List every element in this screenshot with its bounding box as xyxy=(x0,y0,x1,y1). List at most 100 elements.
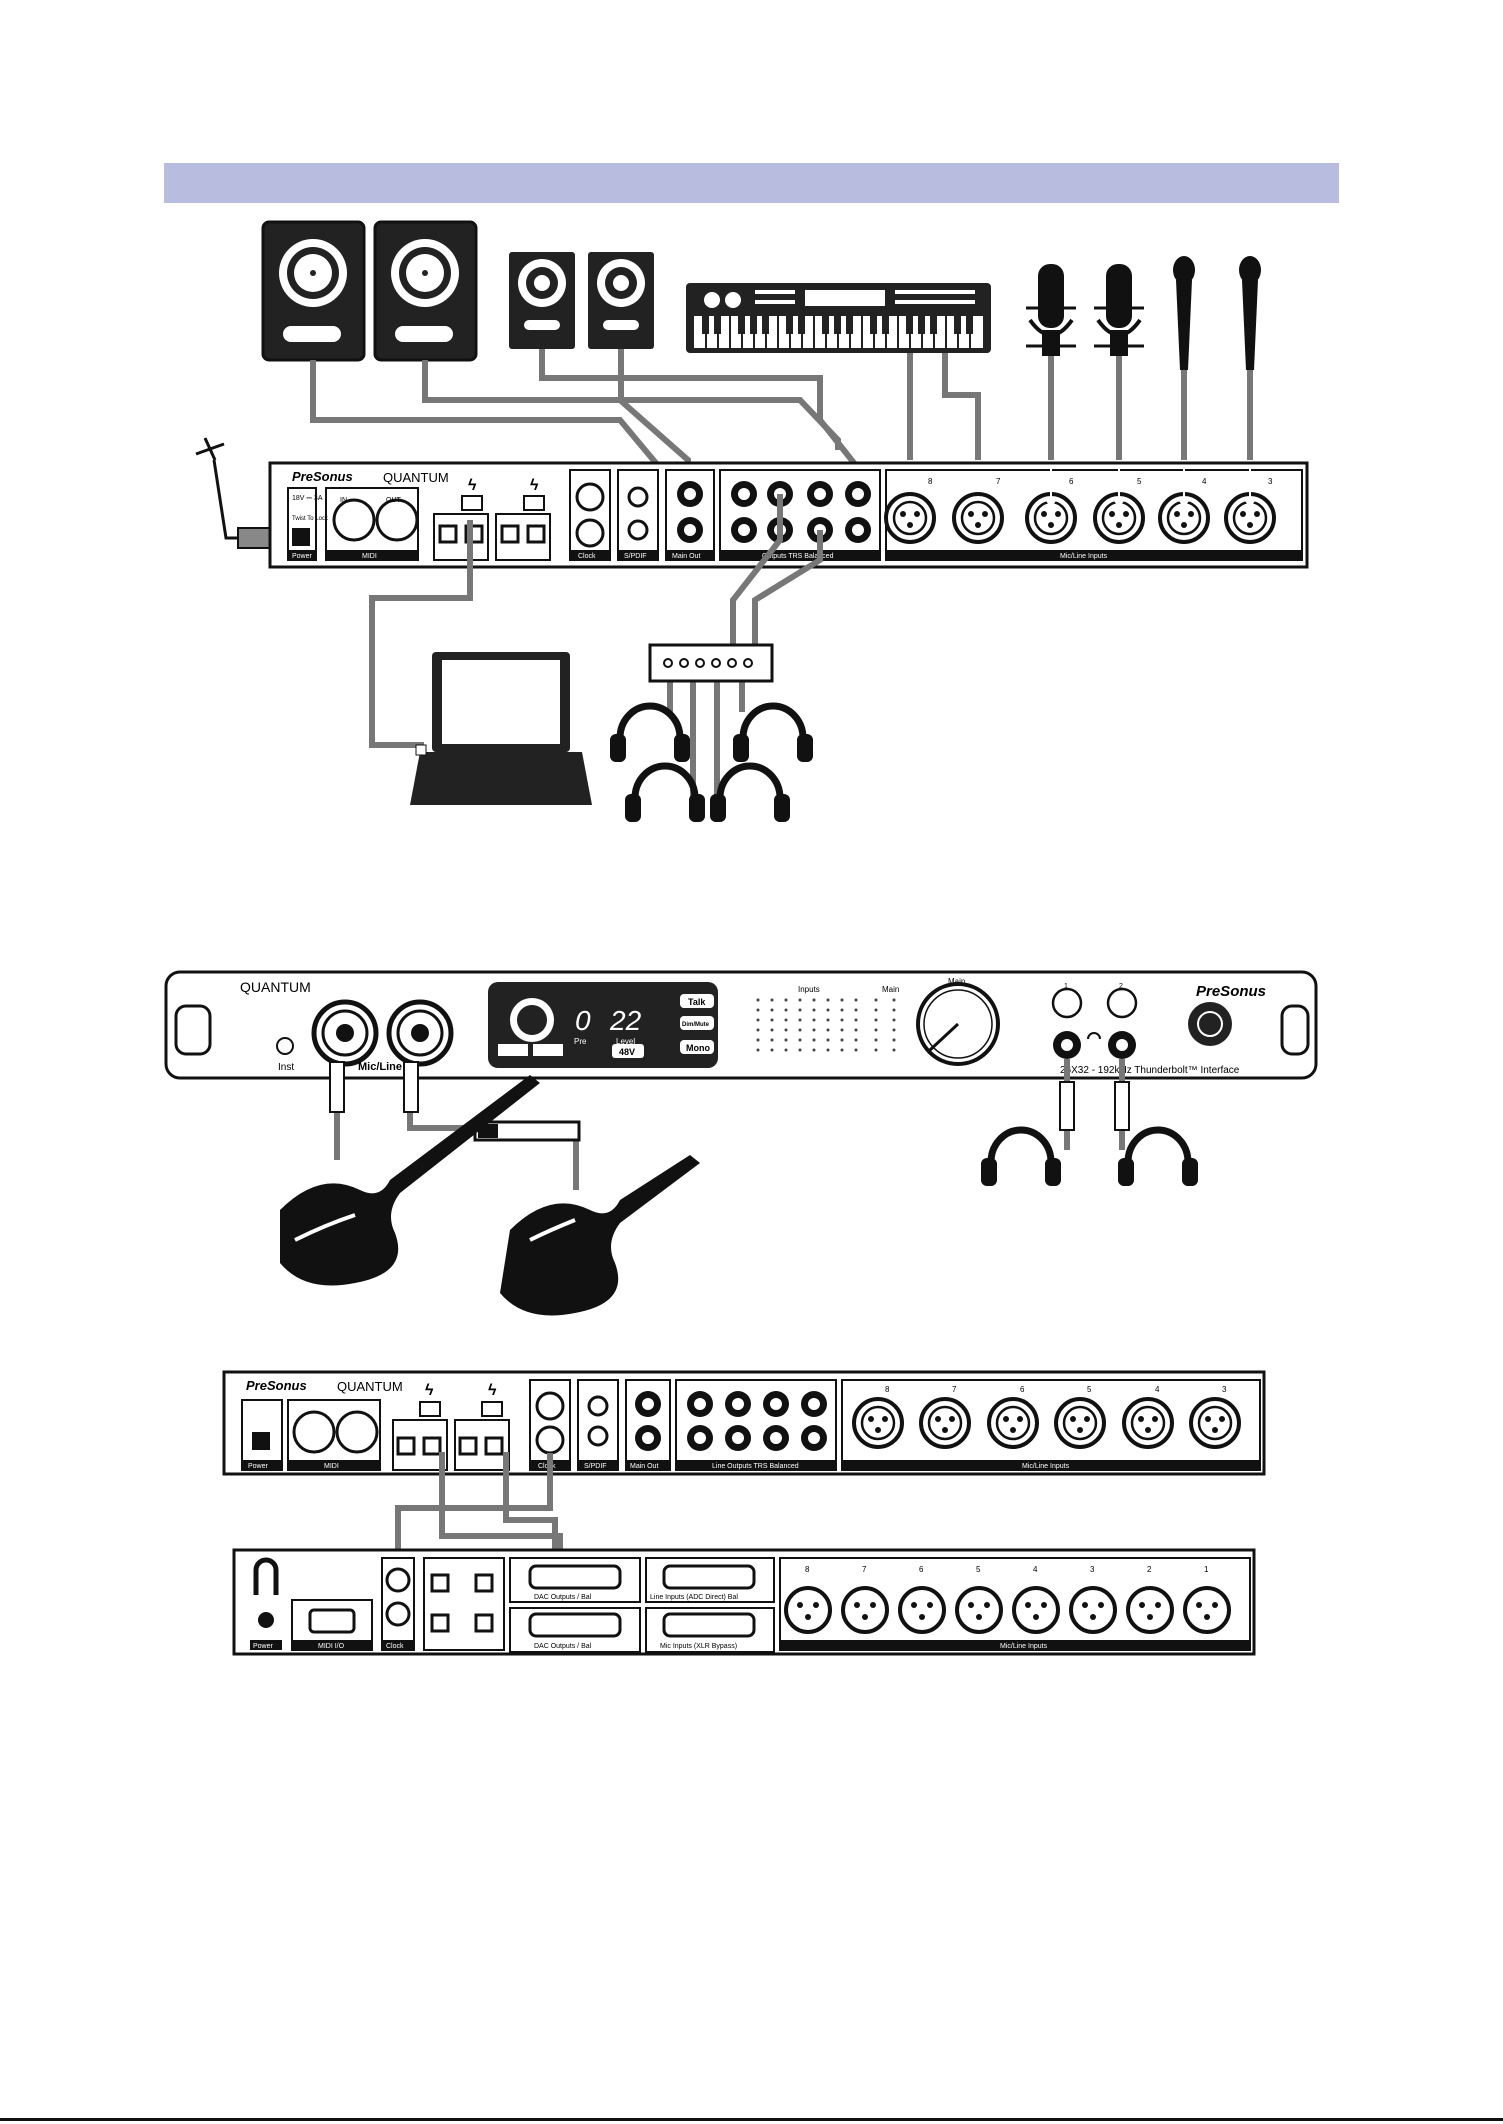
input-number-5: 5 xyxy=(1137,477,1142,486)
brand-label: PreSonus xyxy=(292,469,353,484)
bottom-input-7: 7 xyxy=(952,1385,957,1394)
bottom-input-5: 5 xyxy=(1087,1385,1092,1394)
bottom-mic-line-label: Mic/Line Inputs xyxy=(1022,1463,1070,1470)
laptop xyxy=(410,652,592,805)
studio-monitor-large-left xyxy=(261,220,366,362)
converter-input-3: 3 xyxy=(1090,1565,1095,1574)
electric-guitar-2 xyxy=(500,1155,700,1316)
interface-caption: 26X32 - 192kHz Thunderbolt™ Interface xyxy=(1060,1065,1240,1076)
bottom-model-label: QUANTUM xyxy=(337,1379,403,1394)
midi-out-label: OUT xyxy=(386,497,402,504)
inputs-meter-label: Inputs xyxy=(798,985,820,994)
front-brand-label: PreSonus xyxy=(1196,983,1266,1000)
laptop-cable xyxy=(369,520,473,748)
dim-mute-button: Dim/Mute xyxy=(682,1022,710,1028)
main-out-label: Main Out xyxy=(672,553,700,560)
midi-out-port xyxy=(375,498,419,542)
mic-inputs-label: Mic Inputs (XLR Bypass) xyxy=(660,1643,737,1650)
line-outputs-label: Outputs TRS Balanced xyxy=(762,553,834,560)
converter-mic-line-label: Mic/Line Inputs xyxy=(1000,1643,1048,1650)
bottom-line-outputs-label: Line Outputs TRS Balanced xyxy=(712,1463,799,1470)
line-inputs-label: Line Inputs (ADC Direct) Bal xyxy=(650,1594,738,1601)
front-model-label: QUANTUM xyxy=(240,979,311,995)
section-header-band xyxy=(164,163,1339,203)
spdif-out xyxy=(627,519,649,541)
converter-input-8: 8 xyxy=(805,1565,810,1574)
dynamic-microphone-2 xyxy=(1239,256,1261,370)
bottom-spdif-label: S/PDIF xyxy=(584,1463,607,1470)
level-meters xyxy=(756,998,896,1052)
bottom-main-out-label: Main Out xyxy=(630,1463,658,1470)
converter-input-6: 6 xyxy=(919,1565,924,1574)
rear-panel-bottom-quantum: PreSonus QUANTUM Power MIDI ϟ ϟ Clock S/… xyxy=(222,1370,1266,1476)
midi-io-port xyxy=(308,1608,356,1634)
converter-input-1: 1 xyxy=(1204,1565,1209,1574)
converter-clock-label: Clock xyxy=(386,1643,404,1650)
condenser-microphone-2 xyxy=(1094,264,1144,356)
power-switch xyxy=(253,1557,279,1595)
level-display: 22 xyxy=(609,1005,642,1036)
phones-2-label: 2 xyxy=(1119,983,1123,990)
input-number-8: 8 xyxy=(928,477,933,486)
bottom-input-8: 8 xyxy=(885,1385,890,1394)
studio-monitor-small-right xyxy=(588,252,654,349)
studio-monitor-large-right xyxy=(373,220,478,362)
mic-line-label: Mic/Line xyxy=(358,1061,402,1073)
phones-1-knob xyxy=(1051,987,1083,1019)
level-label: Level xyxy=(616,1037,635,1046)
footer-rule xyxy=(0,2118,1503,2121)
power-label: Power xyxy=(292,553,313,560)
model-label: QUANTUM xyxy=(383,470,449,485)
converter-input-4: 4 xyxy=(1033,1565,1038,1574)
input-number-7: 7 xyxy=(996,477,1001,486)
rear-panel-top: PreSonus QUANTUM 18V ⎓ 3A Twist To Lock … xyxy=(268,461,1309,569)
front-panel: QUANTUM PreSonus Inst Mic/Line 0 22 Pre … xyxy=(164,970,1318,1080)
converter-input-5: 5 xyxy=(976,1565,981,1574)
midi-keyboard xyxy=(686,283,991,353)
headphone-icon xyxy=(710,766,790,822)
svg-text:ϟ: ϟ xyxy=(530,477,539,494)
headphone-icon xyxy=(981,1130,1061,1186)
midi-in-port xyxy=(332,498,376,542)
main-knob-label: Main xyxy=(948,977,965,986)
pre-label: Pre xyxy=(574,1037,587,1046)
power-jack xyxy=(292,528,310,546)
input-number-4: 4 xyxy=(1202,477,1207,486)
svg-text:ϟ: ϟ xyxy=(488,1382,497,1399)
effects-unit xyxy=(473,1120,581,1142)
bottom-input-6: 6 xyxy=(1020,1385,1025,1394)
phones-2-knob xyxy=(1106,987,1138,1019)
midi-in-label: IN xyxy=(340,497,347,504)
power-spec-label: 18V ⎓ 3A xyxy=(292,495,323,502)
mic-line-inputs-label: Mic/Line Inputs xyxy=(1060,553,1108,560)
converter-input-7: 7 xyxy=(862,1565,867,1574)
talk-button: Talk xyxy=(688,997,706,1007)
headphone-icon xyxy=(1118,1130,1198,1186)
headphone-icon xyxy=(1087,1032,1101,1040)
phantom-power-button: 48V xyxy=(619,1047,635,1057)
inst-led xyxy=(276,1037,294,1055)
converter-power-label: Power xyxy=(253,1643,274,1650)
spdif-in xyxy=(627,486,649,508)
clock-in-bnc xyxy=(575,482,605,512)
converter-input-2: 2 xyxy=(1147,1565,1152,1574)
dac-outputs-bottom-label: DAC Outputs / Bal xyxy=(534,1643,592,1650)
input-number-3: 3 xyxy=(1268,477,1273,486)
thunderbolt-port-2 xyxy=(523,495,545,511)
monitor-cables xyxy=(310,349,1253,520)
bottom-power-label: Power xyxy=(248,1463,269,1470)
rear-panel-bottom-converter: Power MIDI I/O Clock DAC Outputs / Bal D… xyxy=(232,1548,1256,1656)
inst-label: Inst xyxy=(278,1062,294,1073)
headphone-icon xyxy=(733,706,813,762)
twist-lock-label: Twist To Lock xyxy=(292,516,329,522)
headphone-amplifier xyxy=(648,643,774,683)
svg-text:ϟ: ϟ xyxy=(425,1382,434,1399)
clock-label: Clock xyxy=(578,553,596,560)
phones-1-label: 1 xyxy=(1064,983,1068,990)
input-number-6: 6 xyxy=(1069,477,1074,486)
bottom-input-4: 4 xyxy=(1155,1385,1160,1394)
main-meter-label: Main xyxy=(882,985,899,994)
bottom-input-3: 3 xyxy=(1222,1385,1227,1394)
electric-guitar-1 xyxy=(280,1075,540,1286)
